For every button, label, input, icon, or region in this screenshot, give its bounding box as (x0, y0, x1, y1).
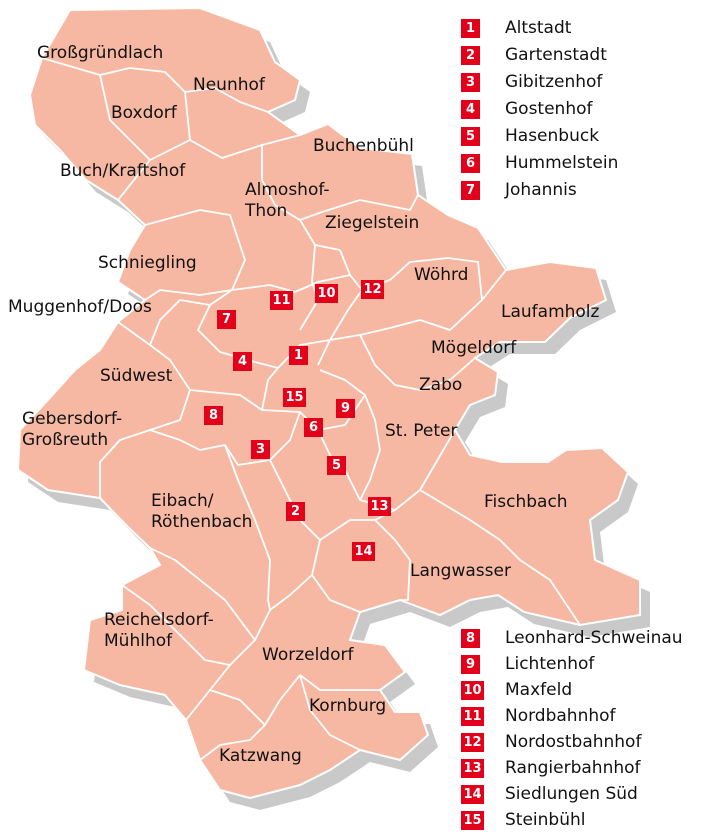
label-eibach-roethenbach: Eibach/ Röthenbach (151, 491, 253, 532)
legend-name: Leonhard-Schweinau (505, 628, 683, 648)
legend-badge: 2 (461, 46, 480, 65)
marker-4: 4 (233, 352, 252, 371)
marker-14: 14 (352, 542, 375, 561)
label-boxdorf: Boxdorf (111, 103, 177, 123)
legend-name: Rangierbahnhof (505, 758, 641, 778)
label-neunhof: Neunhof (193, 75, 265, 95)
label-zabo: Zabo (419, 375, 463, 395)
legend-badge: 9 (461, 655, 480, 674)
legend-name: Gartenstadt (505, 45, 607, 65)
label-woehrd: Wöhrd (414, 265, 469, 285)
label-worzeldorf: Worzeldorf (262, 645, 354, 665)
marker-8: 8 (204, 406, 223, 425)
label-almoshof-thon: Almoshof- Thon (245, 180, 330, 221)
legend-badge: 4 (461, 100, 480, 119)
legend-badge: 6 (461, 154, 480, 173)
label-reichelsdorf-muehlhof: Reichelsdorf- Mühlhof (104, 610, 214, 651)
legend-name: Nordostbahnhof (505, 732, 642, 752)
district-borders (41, 57, 581, 761)
marker-11: 11 (270, 291, 293, 310)
legend-name: Hummelstein (505, 153, 619, 173)
label-laufamholz: Laufamholz (501, 302, 600, 322)
label-kornburg: Kornburg (309, 696, 387, 716)
legend-badge: 10 (461, 681, 484, 700)
marker-13: 13 (368, 497, 391, 516)
legend-name: Steinbühl (505, 810, 586, 830)
legend-badge: 3 (461, 73, 480, 92)
legend-badge: 8 (461, 629, 480, 648)
marker-6: 6 (304, 418, 323, 437)
legend-name: Altstadt (505, 18, 572, 38)
label-buchenbuehl: Buchenbühl (313, 136, 414, 156)
legend-name: Johannis (505, 180, 577, 200)
marker-12: 12 (361, 280, 384, 299)
marker-9: 9 (336, 399, 355, 418)
label-katzwang: Katzwang (219, 746, 302, 766)
legend-name: Lichtenhof (505, 654, 595, 674)
legend-badge: 11 (461, 707, 484, 726)
legend-badge: 13 (461, 759, 484, 778)
legend-name: Gostenhof (505, 99, 593, 119)
label-langwasser: Langwasser (410, 561, 511, 581)
label-fischbach: Fischbach (484, 492, 568, 512)
marker-3: 3 (251, 440, 270, 459)
marker-7: 7 (217, 310, 236, 329)
legend-name: Hasenbuck (505, 126, 600, 146)
legend-name: Siedlungen Süd (505, 784, 638, 804)
legend-name: Nordbahnhof (505, 706, 616, 726)
label-buch-kraftshof: Buch/Kraftshof (60, 161, 186, 181)
label-moegeldorf: Mögeldorf (431, 338, 517, 358)
label-gebersdorf-grossreuth: Gebersdorf- Großreuth (22, 409, 123, 450)
marker-2: 2 (286, 502, 305, 521)
label-suedwest: Südwest (100, 366, 173, 386)
label-grossgruendlach: Großgründlach (37, 43, 164, 63)
legend-badge: 7 (461, 181, 480, 200)
label-ziegelstein: Ziegelstein (325, 213, 420, 233)
label-muggenhof-doos: Muggenhof/Doos (8, 297, 152, 317)
legend-badge: 12 (461, 733, 484, 752)
label-st-peter: St. Peter (385, 421, 458, 441)
label-schniegling: Schniegling (98, 253, 197, 273)
legend-badge: 15 (461, 811, 484, 830)
marker-5: 5 (327, 456, 346, 475)
legend-badge: 5 (461, 127, 480, 146)
legend-name: Maxfeld (505, 680, 573, 700)
legend-name: Gibitzenhof (505, 72, 603, 92)
legend-badge: 1 (461, 19, 480, 38)
marker-10: 10 (315, 284, 338, 303)
legend-badge: 14 (461, 785, 484, 804)
marker-1: 1 (289, 346, 308, 365)
marker-15: 15 (283, 388, 306, 407)
